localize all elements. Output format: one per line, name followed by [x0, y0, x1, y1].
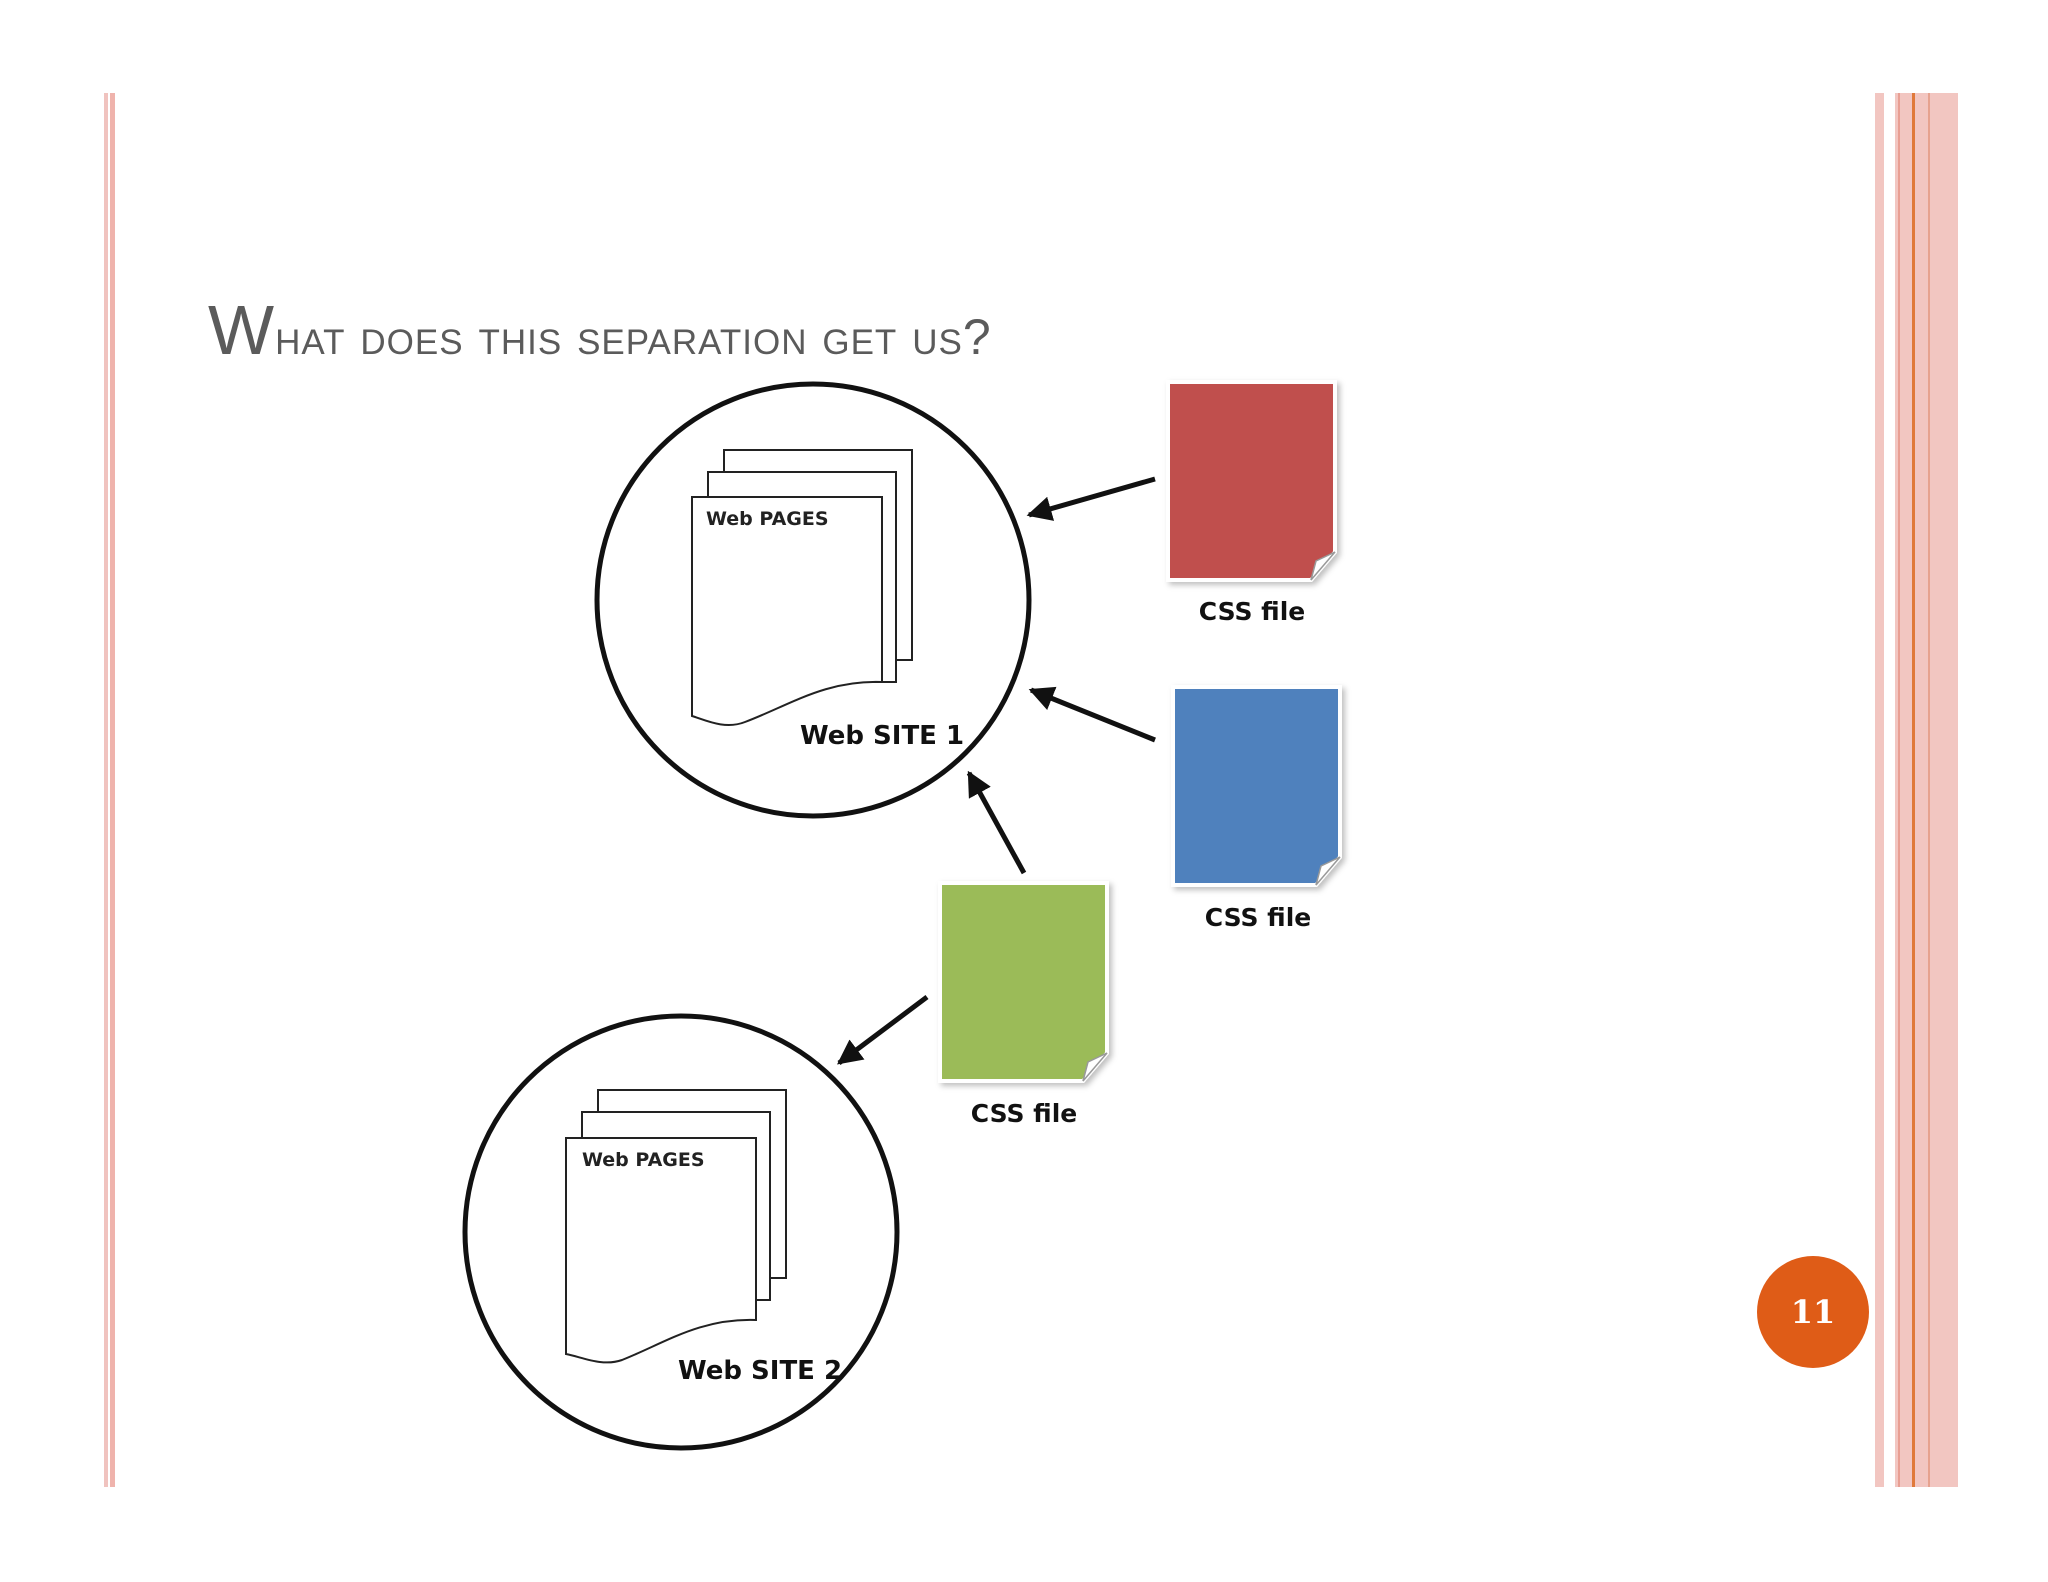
- right-frame-line-1: [1898, 93, 1900, 1487]
- page-sheet-front: [691, 496, 883, 726]
- arrow-blue-to-site-1: [1028, 686, 1156, 743]
- web-site-2-label: Web SITE 2: [678, 1356, 842, 1386]
- arrow-red-to-site-1: [1026, 476, 1156, 521]
- left-frame-bar-outer: [104, 93, 108, 1487]
- css-file-green: CSS file: [938, 881, 1109, 1128]
- web-site-1: Web PAGES Web SITE 1: [594, 381, 1032, 819]
- css-file-green-label: CSS file: [971, 1099, 1077, 1128]
- web-site-2-page-stack: [565, 1089, 787, 1364]
- css-file-red-sheet: [1166, 380, 1337, 582]
- web-site-1-pages-label: Web PAGES: [706, 508, 829, 530]
- css-file-red: CSS file: [1166, 380, 1337, 626]
- arrow-green-to-site-2: [837, 995, 929, 1065]
- web-site-1-page-stack: [691, 449, 913, 726]
- css-file-green-sheet: [938, 881, 1109, 1083]
- css-file-red-curl: [1310, 551, 1336, 581]
- slide-title-initial: W: [208, 291, 276, 369]
- css-file-blue: CSS file: [1171, 685, 1342, 932]
- css-file-blue-label: CSS file: [1205, 903, 1311, 932]
- page-sheet-front: [565, 1137, 757, 1364]
- web-site-1-label: Web SITE 1: [800, 721, 964, 751]
- arrows: [837, 476, 1156, 1065]
- css-file-blue-curl: [1315, 856, 1341, 886]
- arrow-green-to-site-1: [966, 770, 1027, 875]
- web-site-2: Web PAGES Web SITE 2: [462, 1013, 900, 1451]
- slide-title-rest: hat does this separation get us?: [275, 309, 992, 365]
- web-site-2-pages-label: Web PAGES: [582, 1149, 705, 1171]
- right-frame-line-3: [1928, 93, 1930, 1487]
- css-file-green-curl: [1082, 1052, 1108, 1082]
- page-number-badge: 11: [1757, 1256, 1869, 1368]
- css-file-red-label: CSS file: [1199, 597, 1305, 626]
- left-frame-bar-inner: [110, 93, 115, 1487]
- slide-title: What does this separation get us?: [208, 290, 992, 377]
- right-frame-line-2: [1912, 93, 1915, 1487]
- css-file-blue-sheet: [1171, 685, 1342, 887]
- right-frame-gap-1: [1884, 93, 1895, 1487]
